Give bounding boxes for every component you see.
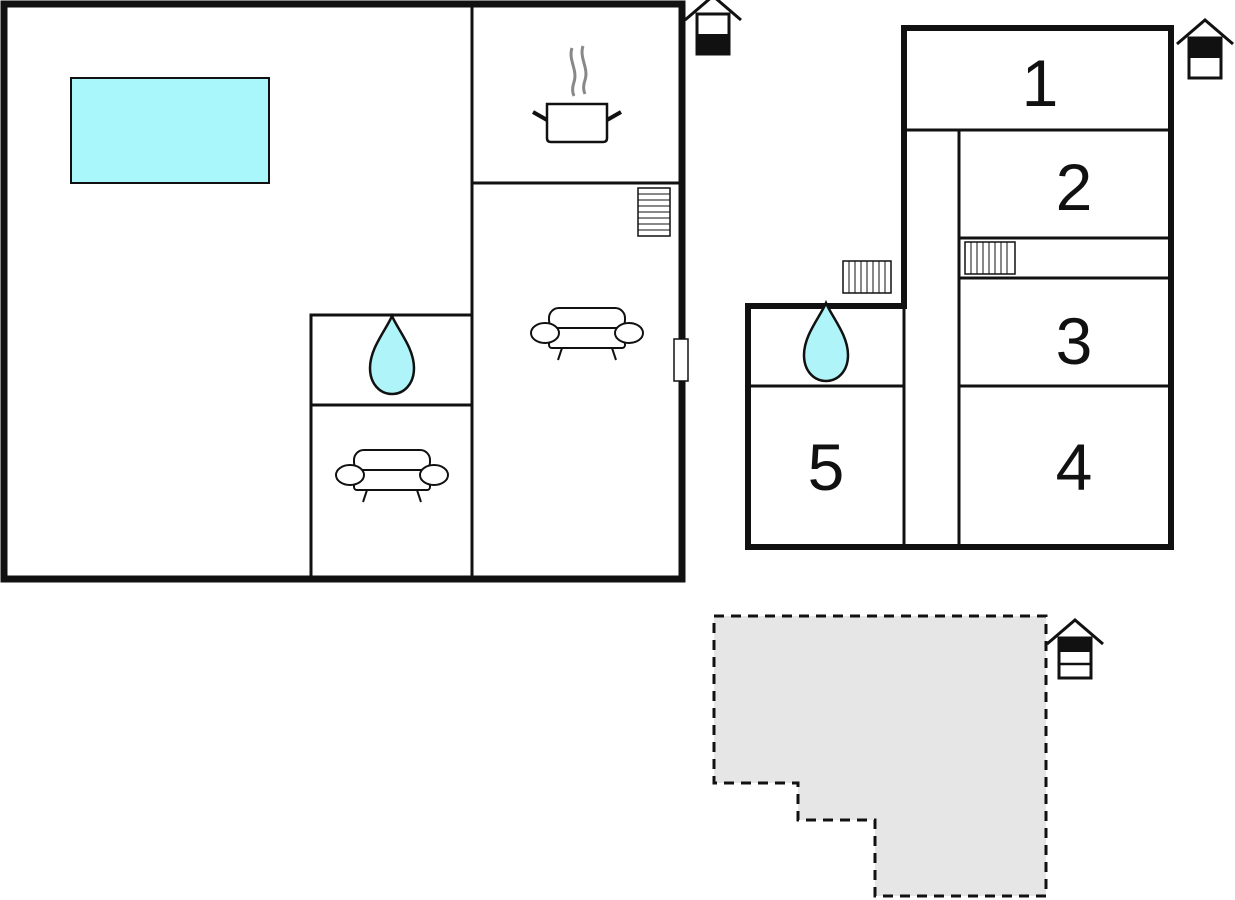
terrace-area bbox=[712, 614, 1048, 898]
room-number-3: 3 bbox=[1056, 304, 1093, 378]
room-number-1: 1 bbox=[1022, 46, 1059, 120]
stairs-icon bbox=[637, 187, 671, 237]
stairs-icon bbox=[842, 260, 892, 294]
pool-icon bbox=[70, 77, 270, 184]
room-number-5: 5 bbox=[808, 430, 845, 504]
house-floor-icon bbox=[1045, 618, 1105, 680]
house-floor-icon bbox=[1175, 18, 1235, 80]
room-number-4: 4 bbox=[1056, 430, 1093, 504]
upper-building bbox=[745, 25, 1174, 550]
house-floor-icon bbox=[683, 0, 743, 56]
room-number-2: 2 bbox=[1056, 150, 1093, 224]
door-icon bbox=[673, 338, 689, 382]
stairs-icon bbox=[964, 241, 1016, 275]
interior-wall bbox=[309, 313, 472, 579]
cooking-pot-icon bbox=[532, 45, 622, 144]
